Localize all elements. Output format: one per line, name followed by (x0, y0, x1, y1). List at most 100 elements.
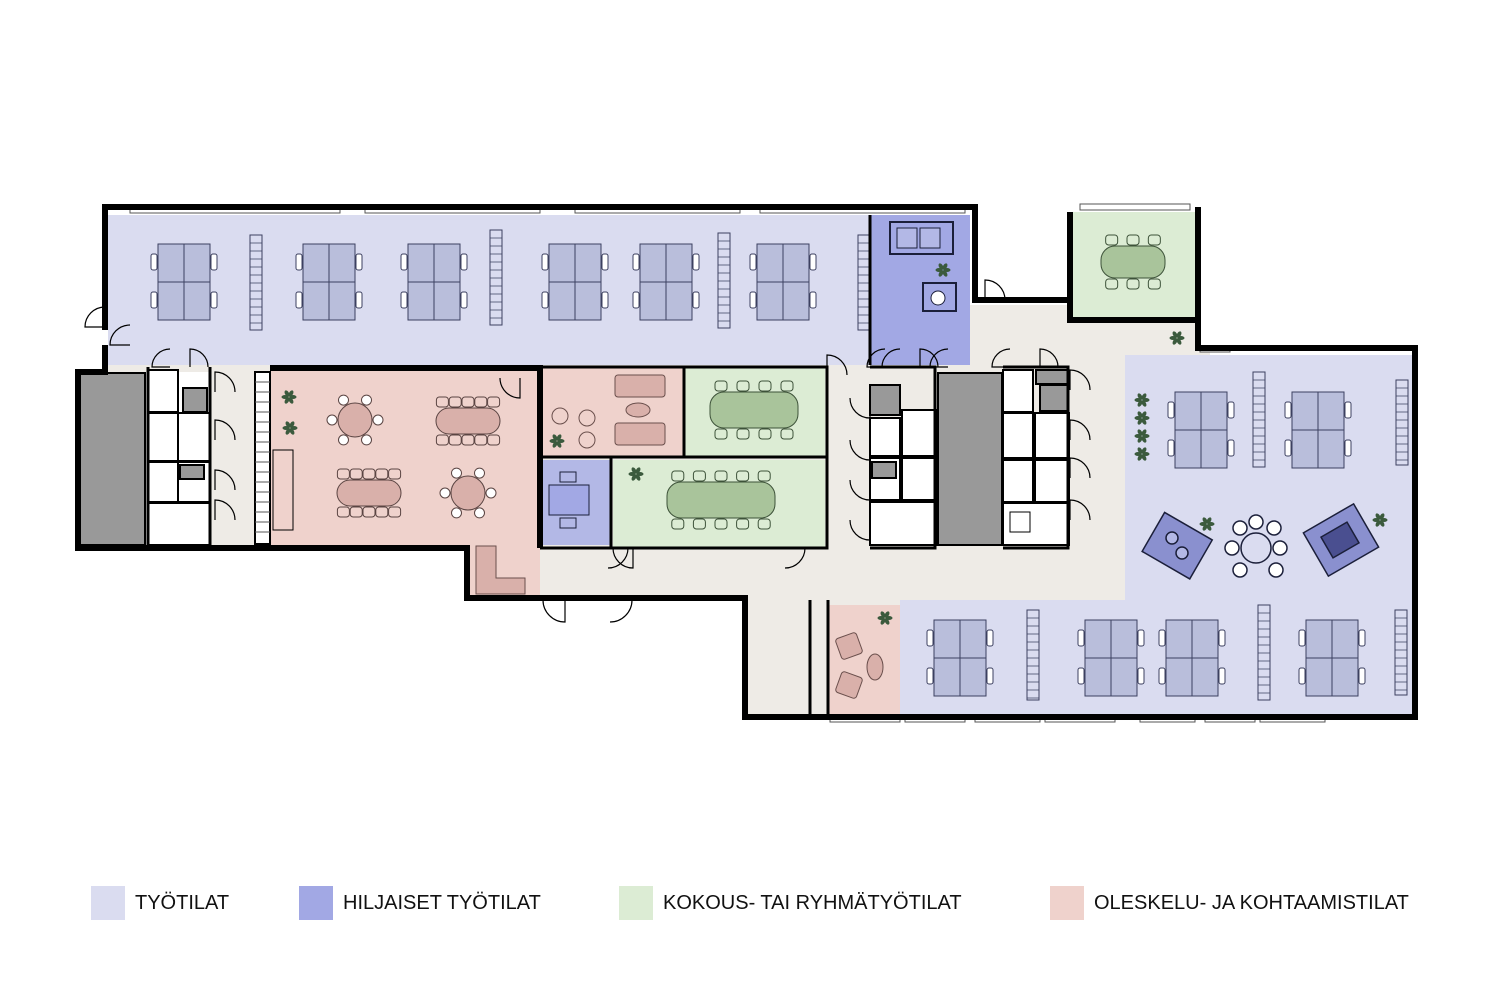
chair (736, 428, 750, 440)
door-swing (991, 348, 1011, 368)
leaf (285, 421, 291, 428)
door-swing (607, 547, 629, 569)
chair (338, 434, 349, 446)
chair (487, 434, 501, 446)
chair (361, 394, 372, 406)
shelf-lines (858, 242, 870, 324)
chair (1358, 629, 1366, 647)
shelf-lines (1253, 379, 1265, 461)
chair (295, 253, 303, 271)
plant-icon (1134, 447, 1150, 461)
leaf (1137, 429, 1143, 436)
chair (1158, 667, 1166, 685)
chair (1167, 439, 1175, 457)
shelf-lines (718, 240, 730, 322)
shelf (489, 229, 503, 326)
chair (1284, 439, 1292, 457)
chair (435, 396, 449, 408)
desk-cluster (926, 619, 994, 697)
chair (632, 253, 640, 271)
chair (1137, 667, 1145, 685)
interior-walls (146, 215, 1070, 715)
chair (749, 291, 757, 309)
shelf (249, 234, 263, 331)
plant-icon (1169, 331, 1185, 345)
shelf-lines (250, 242, 262, 324)
chair (474, 434, 488, 446)
chair (388, 506, 402, 518)
legend-swatch-quiet (299, 886, 333, 920)
door-swing (826, 354, 848, 376)
wall-north-east-room (1067, 207, 1201, 323)
chair (1105, 278, 1119, 290)
door (866, 348, 886, 368)
plants (281, 263, 1388, 625)
long-table (709, 380, 799, 440)
desk-divider (408, 244, 460, 320)
quiet-room-furniture (548, 221, 1031, 533)
door (214, 419, 236, 441)
plant-icon (935, 263, 951, 277)
door-swing (1069, 369, 1091, 391)
door (499, 377, 521, 399)
leaf (1141, 447, 1147, 454)
chair (692, 518, 706, 530)
shelf (1252, 371, 1266, 468)
leaf (884, 611, 890, 618)
desk-cluster (1167, 391, 1235, 469)
wall-east (75, 320, 1418, 720)
chair (1077, 629, 1085, 647)
legend-swatch-meeting (619, 886, 653, 920)
shelf-lines (1027, 617, 1039, 699)
leaf (288, 390, 294, 397)
chair (400, 253, 408, 271)
plant-icon (282, 421, 298, 435)
chair (1126, 234, 1140, 246)
desk-cluster (632, 243, 700, 321)
shelf (857, 234, 871, 331)
door-swing (849, 439, 871, 461)
leaf (635, 467, 641, 474)
chair (388, 468, 402, 480)
chair (757, 470, 771, 482)
chair (736, 380, 750, 392)
chair (1358, 667, 1366, 685)
shelf-lines (490, 237, 502, 319)
chair (474, 467, 485, 479)
door (214, 469, 236, 491)
chair (448, 396, 462, 408)
chair (541, 291, 549, 309)
chair (210, 291, 218, 309)
shelf (717, 232, 731, 329)
chair (1218, 667, 1226, 685)
leaf (942, 270, 948, 277)
leaf (1176, 331, 1182, 338)
door (1069, 457, 1091, 479)
door (826, 354, 848, 376)
long-table (666, 470, 776, 530)
chair (714, 518, 728, 530)
chair (780, 428, 794, 440)
door (214, 499, 236, 521)
chair (601, 253, 609, 271)
desk-divider (934, 620, 986, 696)
leaf (1379, 520, 1385, 527)
desk-cluster (1298, 619, 1366, 697)
chair (451, 467, 462, 479)
chair (461, 434, 475, 446)
desk-divider (1306, 620, 1358, 696)
chair (541, 253, 549, 271)
chair (375, 506, 389, 518)
service-cores (79, 369, 1070, 546)
legend-label-work: TYÖTILAT (135, 891, 230, 914)
door-swing (1039, 348, 1059, 368)
chair (1105, 234, 1119, 246)
plant-icon (628, 467, 644, 481)
chair (692, 291, 700, 309)
door (109, 324, 131, 346)
leaf (884, 618, 890, 625)
chair (632, 291, 640, 309)
chair (1284, 401, 1292, 419)
chair (809, 253, 817, 271)
